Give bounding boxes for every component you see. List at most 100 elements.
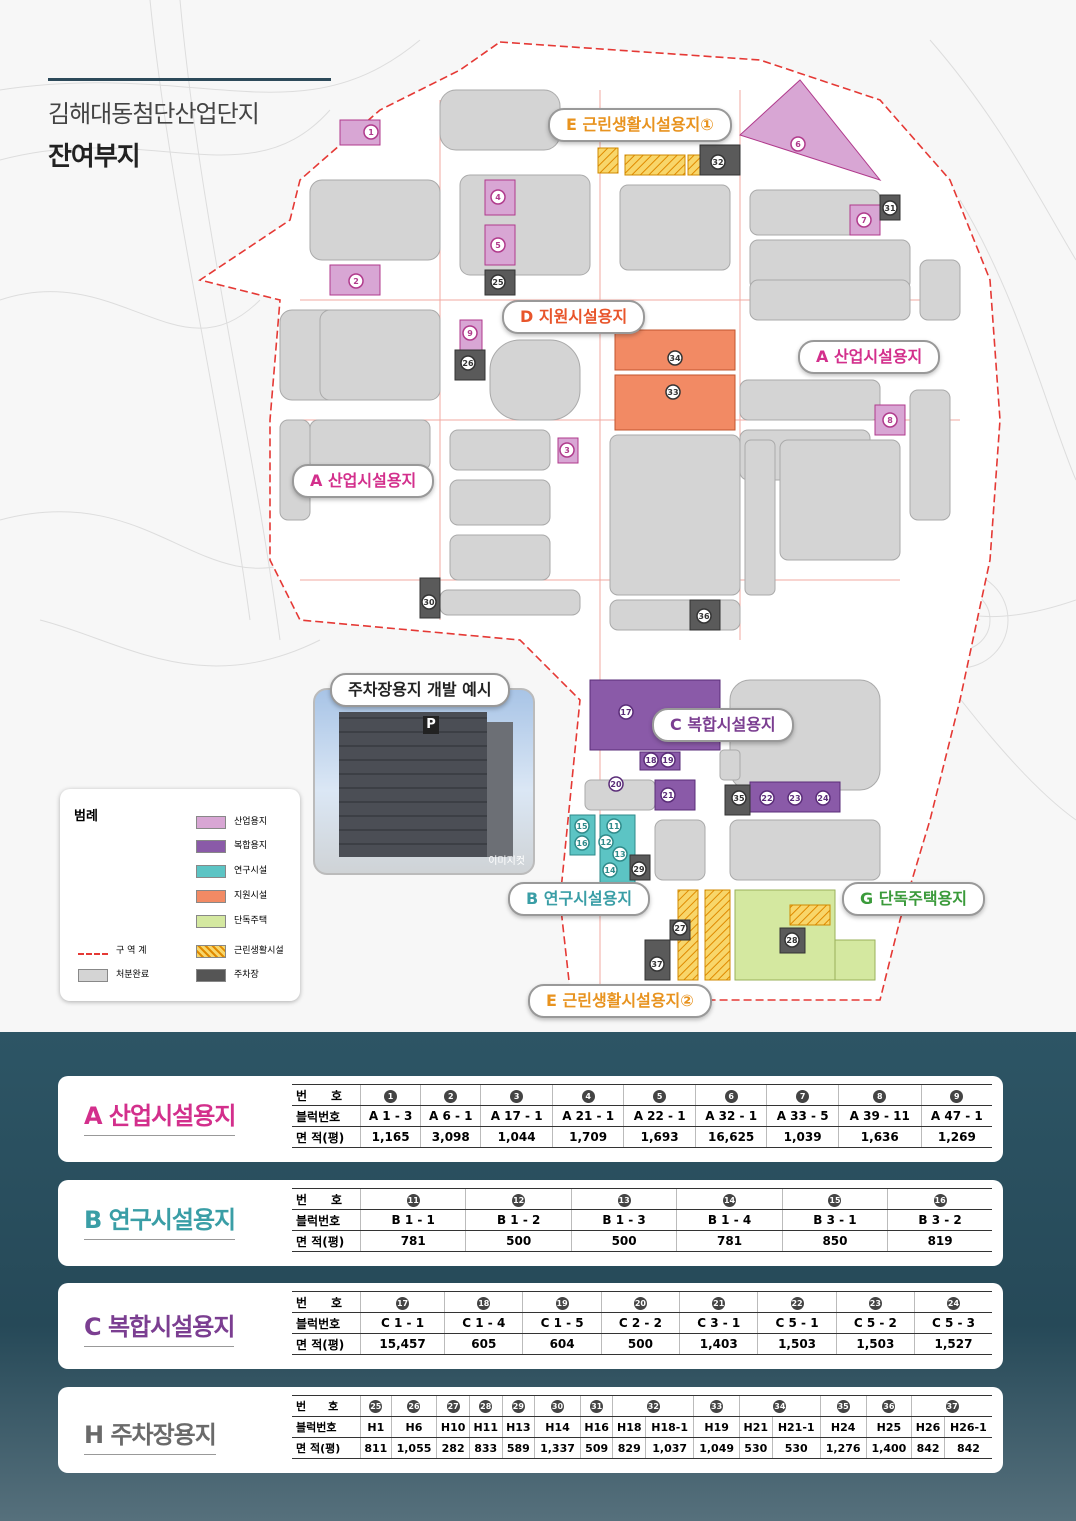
lot-marker (643, 752, 659, 768)
lot-marker-label: 29 (633, 865, 645, 874)
row-label: 번 호 (292, 1291, 361, 1313)
lot-number-badge: 26 (407, 1400, 421, 1413)
lot-marker (606, 818, 622, 834)
block-number: C 1 - 4 (444, 1312, 523, 1334)
lot-number: 2 (420, 1084, 481, 1106)
lot-marker (421, 594, 437, 610)
lot-marker-label: 13 (614, 850, 625, 859)
lot-marker (667, 350, 683, 366)
lot-marker (598, 834, 614, 850)
legend-item-neighborhood: 근린생활시설 (196, 944, 284, 958)
label-e-zone-1: E 근린생활시설용지① (548, 108, 732, 142)
legend-item-research: 연구시설 (196, 864, 267, 878)
photo-caption: 이미지컷 (488, 856, 525, 867)
block-number: H26-1 (943, 1416, 992, 1438)
area-value: 842 (911, 1437, 945, 1459)
block-number: H13 (501, 1416, 535, 1438)
area-value: 500 (465, 1230, 572, 1252)
area-value: 1,337 (534, 1437, 581, 1459)
lot-marker-label: 22 (761, 794, 772, 803)
card-title-a: A 산업시설용지 (84, 1096, 236, 1136)
card-title-c: C 복합시설용지 (84, 1307, 235, 1347)
parking-example-photo: P 이미지컷 (313, 688, 535, 875)
lot-marker (710, 154, 726, 170)
lot-marker-label: 15 (576, 822, 588, 831)
block-number: H14 (534, 1416, 581, 1438)
area-value: 1,503 (757, 1333, 837, 1355)
lot-marker (612, 846, 628, 862)
lot-marker-label: 21 (662, 791, 674, 800)
lot-marker-label: 34 (669, 354, 681, 363)
block-number: C 5 - 1 (757, 1312, 837, 1334)
area-value: 833 (468, 1437, 503, 1459)
lot-number-badge: 6 (724, 1089, 738, 1103)
lot-number-badge: 29 (511, 1400, 525, 1413)
block-number: H10 (436, 1416, 470, 1438)
lot-marker-label: 35 (733, 794, 745, 803)
row-label: 블럭번호 (292, 1105, 361, 1127)
block-number: A 33 - 5 (766, 1105, 839, 1127)
area-value: 1,044 (480, 1126, 553, 1148)
block-number: H24 (819, 1416, 867, 1438)
lot-number: 9 (920, 1084, 992, 1106)
lot-number-badge: 35 (836, 1400, 850, 1413)
lot-marker-label: 7 (861, 216, 867, 225)
lot-marker (672, 920, 688, 936)
lot-marker (784, 932, 800, 948)
row-label: 면 적(평) (292, 1126, 361, 1148)
lot-number-badge: 31 (590, 1400, 604, 1413)
legend: 범례 산업용지 복합용지 연구시설 지원시설 단독주택 근린생활시설 주차장 구… (60, 789, 300, 1001)
lot-number: 30 (534, 1395, 581, 1417)
row-label: 블럭번호 (292, 1209, 361, 1231)
area-value: 1,037 (645, 1437, 694, 1459)
legend-item-housing: 단독주택 (196, 914, 267, 928)
block-number: B 1 - 4 (676, 1209, 783, 1231)
area-value: 850 (781, 1230, 888, 1252)
card-title-b: B 연구시설용지 (84, 1200, 236, 1240)
lot-number-badge: 20 (633, 1296, 647, 1310)
lot-number: 17 (359, 1291, 445, 1313)
block-number: H16 (579, 1416, 613, 1438)
lot-marker-label: 1 (368, 128, 374, 137)
lot-number: 6 (694, 1084, 767, 1106)
lot-number-badge: 3 (510, 1089, 524, 1103)
lot-marker (490, 189, 506, 205)
lot-marker-label: 36 (698, 612, 710, 621)
lot-number: 33 (693, 1395, 740, 1417)
block-number: A 22 - 1 (623, 1105, 696, 1127)
lot-number: 31 (579, 1395, 613, 1417)
lot-number-badge: 25 (369, 1400, 383, 1413)
lot-number: 18 (444, 1291, 523, 1313)
lot-marker (631, 861, 647, 877)
lot-number: 28 (468, 1395, 503, 1417)
lot-marker-label: 18 (645, 756, 657, 765)
lot-number: 16 (887, 1188, 992, 1210)
lot-number: 25 (360, 1395, 392, 1417)
lot-marker-label: 26 (462, 359, 474, 368)
legend-item-complex: 복합용지 (196, 839, 267, 853)
block-number: A 39 - 11 (837, 1105, 922, 1127)
block-number: H25 (865, 1416, 912, 1438)
lot-marker-label: 28 (786, 936, 798, 945)
lot-number-badge: 16 (933, 1193, 947, 1207)
lot-number-badge: 5 (653, 1089, 667, 1103)
lot-marker (608, 776, 624, 792)
lot-number-badge: 34 (773, 1400, 787, 1413)
lot-marker-label: 8 (887, 416, 893, 425)
lot-marker (665, 384, 681, 400)
lot-marker (815, 790, 831, 806)
lot-number: 7 (766, 1084, 839, 1106)
row-label: 면 적(평) (292, 1230, 361, 1252)
lot-marker (490, 237, 506, 253)
label-c-zone: C 복합시설용지 (652, 708, 794, 742)
row-label: 면 적(평) (292, 1333, 361, 1355)
block-number: H18-1 (645, 1416, 694, 1438)
lot-number: 15 (781, 1188, 888, 1210)
page-subtitle: 잔여부지 (48, 142, 141, 172)
